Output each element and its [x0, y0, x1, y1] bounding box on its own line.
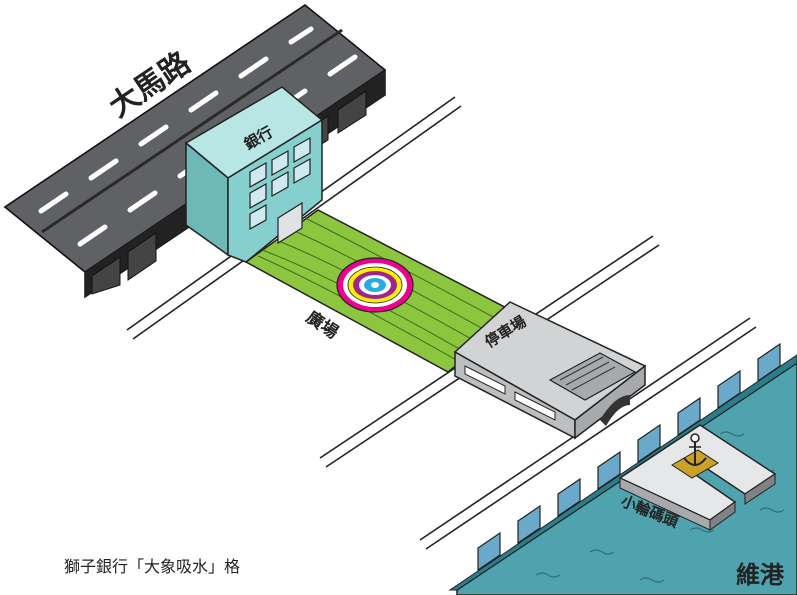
bank-building: 銀行 — [184, 86, 324, 263]
ferry-pier: 小輪碼頭 — [618, 424, 777, 532]
plaza-fountain — [336, 257, 414, 313]
harbour-label: 維港 — [736, 561, 785, 589]
map-caption: 獅子銀行「大象吸水」格 — [64, 557, 241, 576]
anchor-icon — [671, 433, 719, 479]
plaza: 廣場 — [244, 209, 522, 373]
car-park: 停車場 — [453, 301, 647, 440]
plaza-label: 廣場 — [302, 307, 342, 343]
